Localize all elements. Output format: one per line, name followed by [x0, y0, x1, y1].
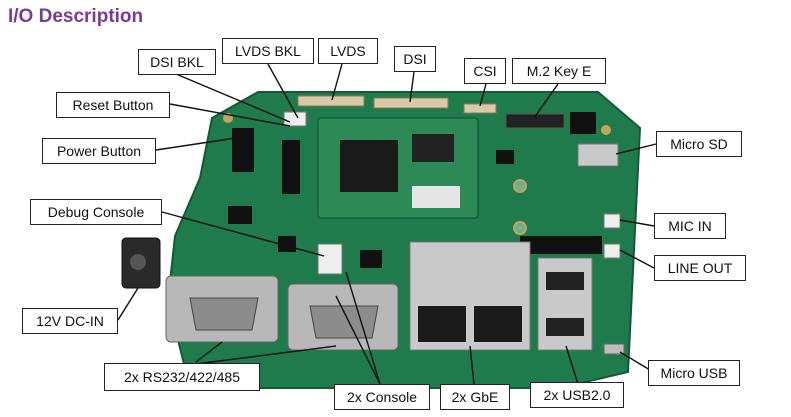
leader-lvds-bkl	[267, 63, 299, 119]
db9-console-shell	[309, 305, 379, 339]
leader-m2	[533, 83, 559, 119]
pin-header	[282, 140, 300, 194]
callout-micro-usb: Micro USB	[648, 360, 740, 386]
leader-rs232-a	[195, 341, 223, 363]
mount-hole	[513, 221, 527, 235]
rj45-port	[474, 306, 522, 342]
chip	[228, 206, 252, 224]
leader-console-a	[335, 295, 381, 385]
mount-hole	[601, 125, 611, 135]
micro-usb-port	[603, 343, 625, 355]
mount-hole	[513, 179, 527, 193]
callout-reset-button: Reset Button	[56, 92, 170, 118]
pin-header	[232, 128, 254, 172]
db9-rs232-shell	[189, 297, 259, 331]
leader-gbe	[469, 345, 475, 385]
callout-dc-in: 12V DC-IN	[22, 308, 118, 334]
leader-micro-sd	[615, 143, 657, 155]
callout-lvds-bkl: LVDS BKL	[222, 38, 314, 64]
callout-micro-sd: Micro SD	[656, 131, 742, 157]
callout-lvds: LVDS	[318, 38, 378, 64]
callout-csi: CSI	[464, 58, 506, 84]
leader-mic	[619, 219, 655, 227]
leader-debug	[161, 211, 325, 257]
leader-lvds	[331, 63, 343, 101]
chip	[278, 236, 296, 252]
callout-mic-in: MIC IN	[654, 213, 726, 239]
debug-header	[317, 243, 343, 275]
leader-dc	[117, 287, 139, 321]
micro-sd-slot	[577, 143, 619, 167]
lvds-connector	[297, 95, 365, 107]
som-chip	[340, 140, 398, 192]
leader-rs232-b	[195, 345, 337, 365]
leader-dsi	[409, 71, 415, 103]
leader-dsi-bkl	[175, 73, 291, 123]
rj45-port	[418, 306, 466, 342]
callout-power-button: Power Button	[42, 138, 156, 164]
leader-console-b	[345, 271, 381, 385]
audio-jack	[603, 243, 621, 259]
callout-usb: 2x USB2.0	[530, 382, 624, 408]
callout-debug-console: Debug Console	[30, 199, 162, 225]
page-title: I/O Description	[8, 6, 144, 27]
m2-slot	[505, 113, 565, 129]
usb-port	[546, 272, 584, 290]
leader-power	[155, 137, 237, 151]
leader-csi	[479, 83, 487, 107]
leader-reset	[169, 103, 291, 127]
usb-port	[546, 318, 584, 336]
leader-micro-usb	[619, 351, 651, 371]
pin-header	[520, 236, 602, 254]
pin-header	[570, 112, 596, 134]
callout-dsi: DSI	[394, 46, 436, 72]
audio-jack	[603, 213, 621, 229]
callout-m2-key-e: M.2 Key E	[512, 58, 606, 84]
som-chip	[412, 134, 454, 162]
dc-jack-hole	[130, 254, 146, 270]
callout-gbe: 2x GbE	[440, 384, 510, 410]
chip	[360, 250, 382, 268]
callout-rs232: 2x RS232/422/485	[104, 363, 260, 391]
chip	[496, 150, 514, 164]
callout-console: 2x Console	[334, 384, 430, 410]
leader-usb	[565, 345, 579, 385]
leader-line-out	[619, 249, 655, 269]
callout-line-out: LINE OUT	[654, 255, 746, 281]
callout-dsi-bkl: DSI BKL	[138, 49, 216, 75]
som-label	[412, 186, 460, 208]
